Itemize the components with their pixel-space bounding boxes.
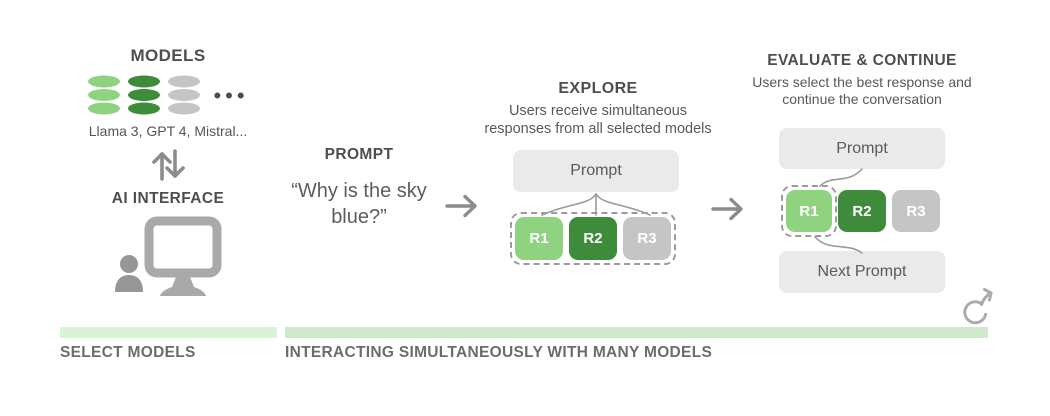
response-label: R1 <box>799 202 819 220</box>
response-label: R2 <box>852 202 872 220</box>
prompt-title: PROMPT <box>324 146 394 163</box>
response-label: R1 <box>529 230 549 247</box>
model-names-label: Llama 3, GPT 4, Mistral... <box>88 123 248 139</box>
evaluate-prompt-label: Prompt <box>836 139 888 157</box>
interact-label: INTERACTING SIMULTANEOUSLY WITH MANY MOD… <box>285 344 713 361</box>
response-label: R3 <box>637 230 657 247</box>
ellipsis-icon: ••• <box>213 83 249 108</box>
models-title: MODELS <box>130 46 206 65</box>
response-box-r2: R2 <box>569 217 617 260</box>
explore-prompt-box: Prompt <box>513 150 679 192</box>
right-arrow-icon <box>445 194 477 218</box>
response-box-r3: R3 <box>623 217 671 260</box>
database-icon-gray <box>168 75 201 115</box>
explore-prompt-label: Prompt <box>570 162 622 179</box>
select-models-bar <box>60 327 277 338</box>
response-box-r2: R2 <box>838 190 886 232</box>
next-prompt-box: Next Prompt <box>779 251 945 293</box>
selected-response-outline: R1 <box>781 185 837 237</box>
response-box-r1: R1 <box>515 217 563 260</box>
right-arrow-icon <box>711 197 743 221</box>
redo-loop-icon <box>963 288 993 325</box>
evaluate-subtitle: Users select the best response and conti… <box>752 74 972 108</box>
model-icons-row: ••• <box>87 75 248 117</box>
select-models-label: SELECT MODELS <box>60 344 196 361</box>
explore-responses-group: R1 R2 R3 <box>510 212 676 265</box>
explore-title: EXPLORE <box>558 80 638 97</box>
evaluate-title: EVALUATE & CONTINUE <box>767 52 957 69</box>
response-box-r1-selected: R1 <box>786 190 832 232</box>
models-section: MODELS ••• Llama 3, GPT 4, Mistral... AI… <box>58 46 278 301</box>
response-box-r3: R3 <box>892 190 940 232</box>
user-computer-icon <box>115 216 222 296</box>
evaluate-prompt-box: Prompt <box>779 128 945 169</box>
database-icon-light-green <box>88 75 121 115</box>
next-prompt-label: Next Prompt <box>817 263 907 280</box>
evaluate-section: EVALUATE & CONTINUE Users select the bes… <box>737 52 987 312</box>
interact-bar <box>285 327 988 338</box>
ai-interface-label: AI INTERFACE <box>111 190 225 207</box>
explore-subtitle: Users receive simultaneous responses fro… <box>484 103 712 137</box>
explore-section: EXPLORE Users receive simultaneous respo… <box>473 78 723 278</box>
response-label: R2 <box>583 230 603 247</box>
swap-arrows-icon <box>152 149 185 181</box>
database-icon-dark-green <box>128 75 161 115</box>
prompt-quote: “Why is the sky blue?” <box>291 180 427 228</box>
prompt-section: PROMPT “Why is the sky blue?” <box>275 146 443 230</box>
response-label: R3 <box>906 202 926 220</box>
